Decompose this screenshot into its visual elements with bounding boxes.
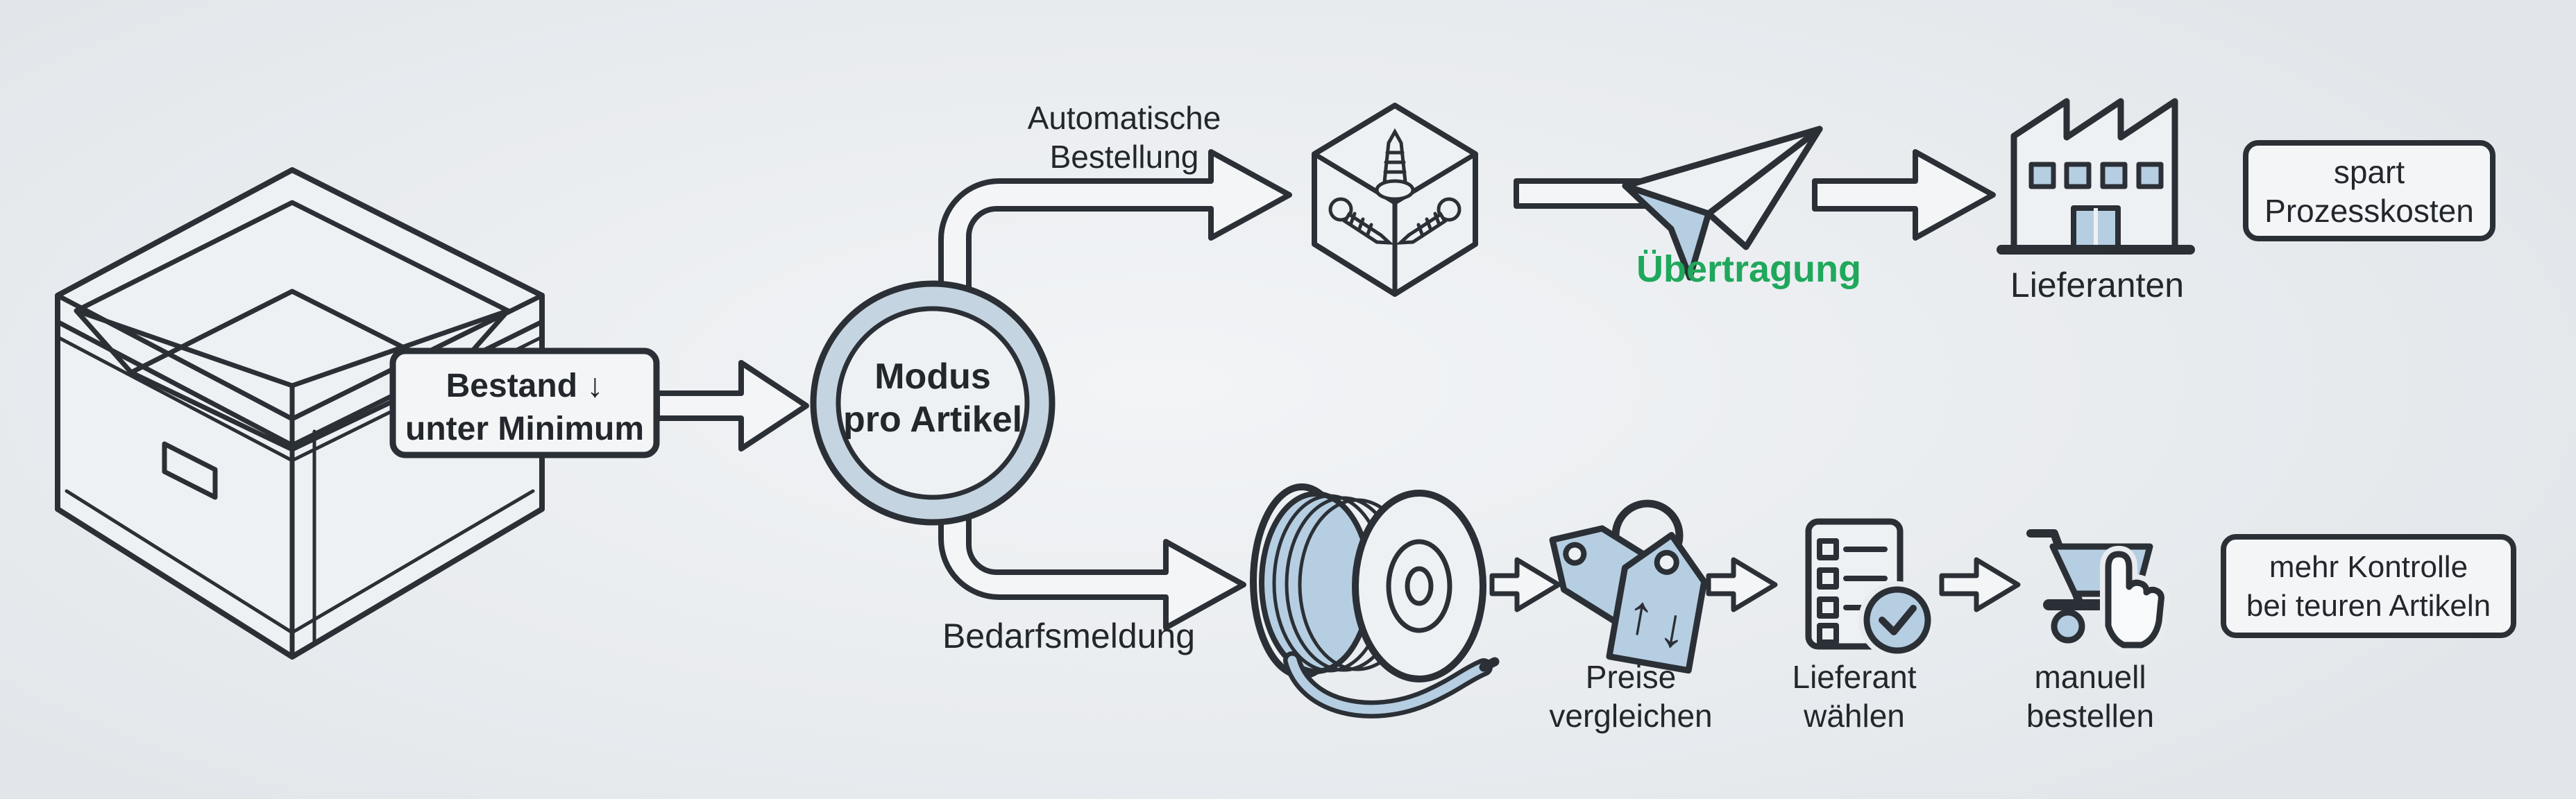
trigger-line1: Bestand ↓: [446, 368, 604, 404]
factory-icon: [1997, 98, 2195, 255]
connector-auto-branch: [938, 149, 1292, 322]
trigger-box: [389, 347, 660, 458]
cart-click-icon: [2026, 529, 2170, 653]
auto-branch-label-line2: Bestellung: [1050, 139, 1199, 175]
connector-trigger: [654, 360, 809, 452]
connector-transfer-right: [1812, 149, 1996, 241]
order-label-line1: manuell: [2034, 659, 2146, 695]
order-label-line2: bestellen: [2026, 698, 2154, 734]
trigger-node: Bestand ↓ unter Minimum: [389, 347, 660, 458]
benefit-manual-line1: mehr Kontrolle: [2269, 550, 2468, 584]
benefit-auto-node: spart Prozesskosten: [2243, 140, 2496, 241]
screw-box-icon: [1312, 103, 1478, 297]
decision-inner: [836, 306, 1030, 500]
connector-manual-branch: [938, 483, 1246, 630]
wire-spool-icon: [1250, 483, 1500, 719]
manual-branch-label: Bedarfsmeldung: [942, 617, 1195, 655]
transfer-label: Übertragung: [1636, 248, 1861, 290]
price-tags-icon: ↑ ↓: [1549, 499, 1708, 674]
compare-label-line2: vergleichen: [1549, 698, 1712, 734]
checklist-check-icon: [1805, 518, 1936, 659]
connector-checklist-cart: [1939, 557, 2021, 612]
auto-branch-label-line1: Automatische: [1028, 100, 1221, 136]
benefit-manual-line2: bei teuren Artikeln: [2246, 589, 2491, 623]
benefit-auto-line2: Prozesskosten: [2264, 193, 2474, 229]
paper-plane-icon: [1622, 126, 1823, 281]
storage-crate-icon: [55, 167, 545, 660]
suppliers-label: Lieferanten: [2010, 266, 2184, 304]
choose-label-line1: Lieferant: [1792, 659, 1916, 695]
connector-tags-checklist: [1706, 557, 1778, 612]
benefit-manual-node: mehr Kontrolle bei teuren Artikeln: [2221, 534, 2516, 638]
compare-label-line1: Preise: [1586, 659, 1676, 695]
benefit-auto-box: [2243, 140, 2496, 241]
decision-node: Modus pro Artikel: [810, 280, 1056, 526]
decision-line1: Modus: [874, 356, 991, 397]
choose-label-line2: wählen: [1803, 698, 1905, 734]
benefit-auto-line1: spart: [2334, 154, 2405, 190]
decision-line2: pro Artikel: [843, 400, 1022, 440]
trigger-line2: unter Minimum: [405, 411, 644, 447]
connector-spool-tags: [1489, 557, 1561, 612]
benefit-manual-box: [2221, 534, 2516, 638]
